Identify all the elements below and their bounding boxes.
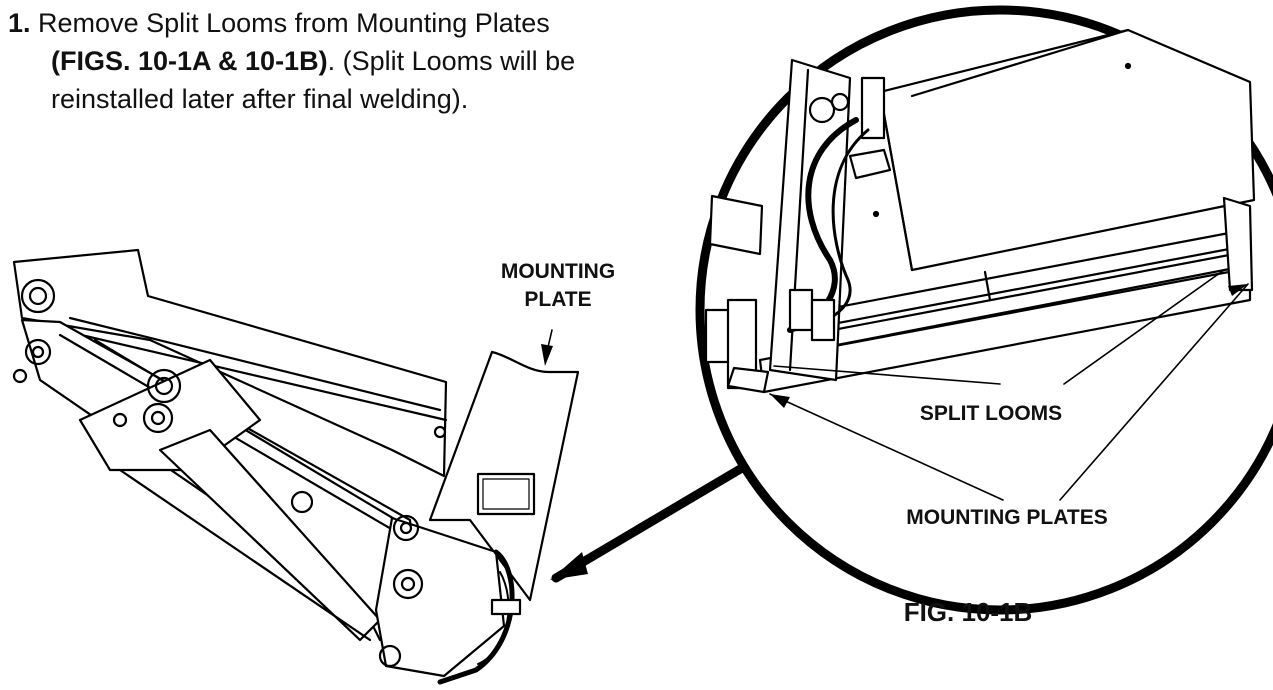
- step-text-3: reinstalled later after final welding).: [51, 84, 469, 114]
- instruction-step: 1. Remove Split Looms from Mounting Plat…: [8, 4, 688, 118]
- step-text-2: . (Split Looms will be: [327, 46, 576, 76]
- figure-reference: (FIGS. 10-1A & 10-1B): [51, 46, 328, 76]
- boom-assembly: [12, 248, 580, 685]
- boom-pivot-pins: [12, 278, 447, 668]
- detail-circle: [695, 5, 1273, 615]
- detail-arrow-shaft: [551, 463, 747, 583]
- mounting-plate-label: MOUNTING PLATE: [500, 260, 616, 311]
- arrow-heads: [541, 284, 1248, 580]
- mounting-plates-label: MOUNTING PLATES: [906, 506, 1108, 529]
- step-number: 1.: [8, 8, 31, 38]
- split-looms-label: SPLIT LOOMS: [919, 402, 1063, 425]
- figure-caption: FIG. 10-1B: [903, 597, 1033, 627]
- step-text-1: Remove Split Looms from Mounting Plates: [38, 8, 550, 38]
